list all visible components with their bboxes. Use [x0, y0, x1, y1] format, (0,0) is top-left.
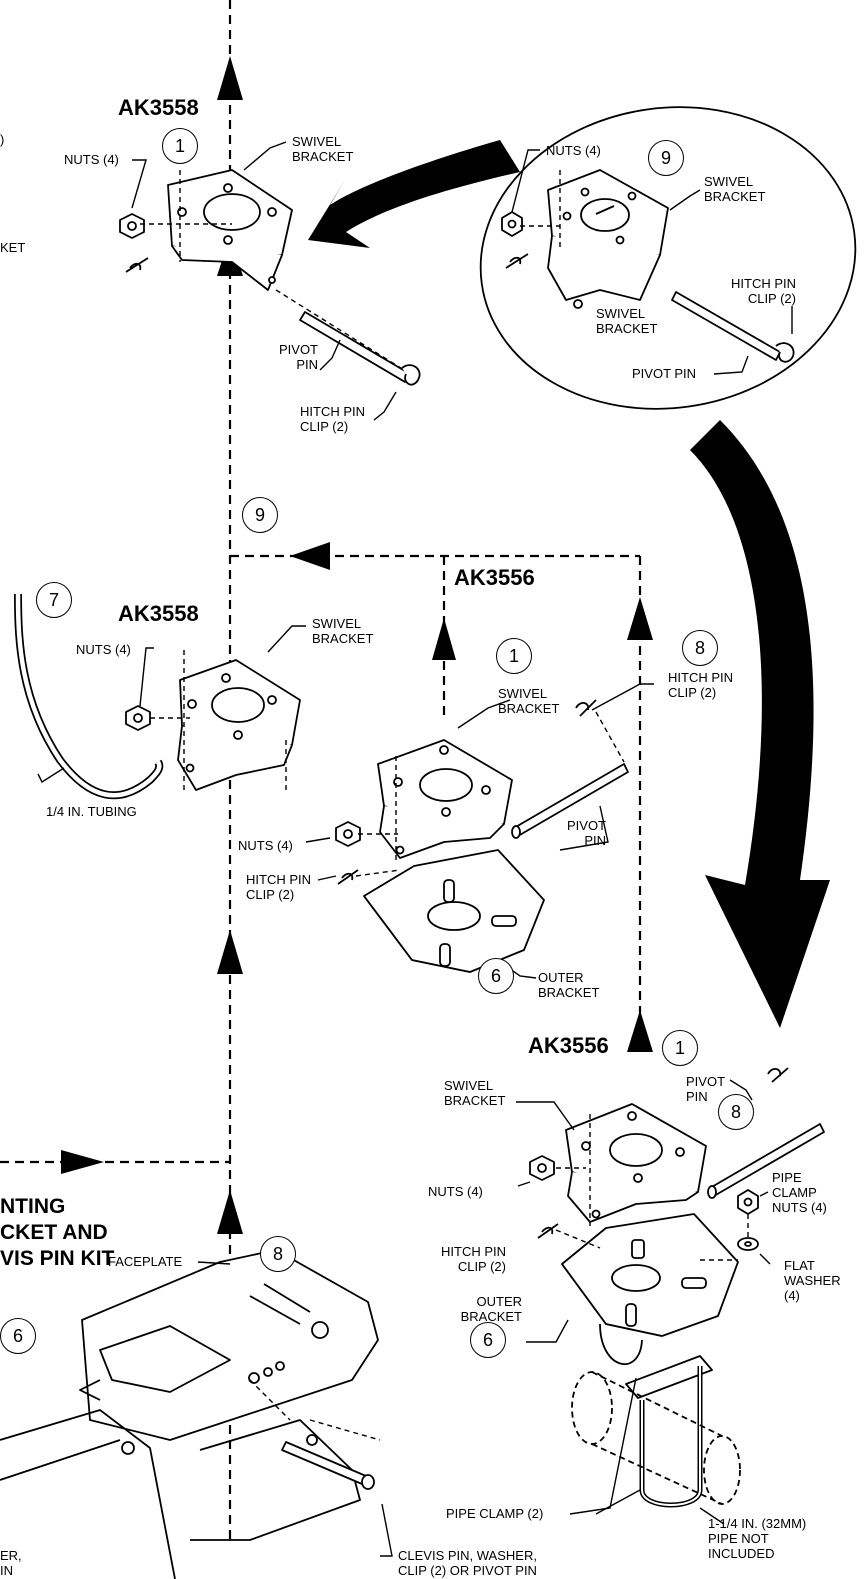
nut-bottom — [529, 1155, 555, 1181]
label-pipe-clamp-nuts: PIPE CLAMP NUTS (4) — [772, 1170, 827, 1215]
label-circle-hitch: HITCH PIN CLIP (2) — [731, 276, 796, 306]
pipe-clamp-nut — [737, 1189, 759, 1215]
cut-label-ket: KET — [0, 240, 26, 255]
label-clevis: CLEVIS PIN, WASHER, CLIP (2) OR PIVOT PI… — [398, 1548, 537, 1578]
model-label-top-left: AK3558 — [118, 95, 199, 120]
label-swivel-top: SWIVEL BRACKET — [292, 134, 354, 164]
hitch-pin-clip-circle-left — [505, 253, 529, 269]
label-swivel-bottom: SWIVEL BRACKET — [444, 1078, 506, 1108]
callout-9-mid: 9 — [242, 497, 278, 533]
label-pipe: 1-1/4 IN. (32MM) PIPE NOT INCLUDED — [708, 1516, 807, 1561]
outer-bracket-mid — [363, 849, 545, 973]
pipe-outline — [571, 1371, 741, 1505]
swivel-bracket-mid-left — [177, 659, 301, 791]
nut-top — [119, 213, 145, 239]
hitch-pin-clip-top-left — [125, 257, 149, 273]
hitch-pin-clip-bottom-left — [537, 1223, 559, 1239]
callout-8-bottom: 8 — [260, 1236, 296, 1272]
swivel-bracket-circle-lower — [547, 235, 661, 309]
label-circle-nuts: NUTS (4) — [546, 143, 601, 158]
label-pivot-bottom: PIVOT PIN — [686, 1074, 726, 1104]
callout-1-bottom: 1 — [662, 1030, 698, 1066]
pivot-pin-bottom — [707, 1123, 825, 1199]
nut-mid-left — [125, 705, 151, 731]
label-nuts-mid: NUTS (4) — [238, 838, 293, 853]
cut-label-paren: ) — [0, 132, 5, 147]
cut-label-bottom-left: ER, IN — [0, 1548, 22, 1578]
callout-6-bottom-right: 6 — [470, 1322, 506, 1358]
callout-8-right: 8 — [718, 1094, 754, 1130]
label-circle-swivel-upper: SWIVEL BRACKET — [704, 174, 766, 204]
callout-9-circle: 9 — [648, 140, 684, 176]
callout-1-mid: 1 — [496, 638, 532, 674]
label-outer-bottom: OUTER BRACKET — [460, 1294, 522, 1324]
pipe-clamp — [599, 1323, 713, 1508]
callout-8-mid: 8 — [682, 630, 718, 666]
swivel-bracket-circle-upper — [547, 169, 669, 263]
callout-7: 7 — [36, 582, 72, 618]
clevis-pin — [281, 1441, 375, 1490]
label-pivot-mid: PIVOT PIN — [566, 818, 606, 848]
label-hitch-bottom: HITCH PIN CLIP (2) — [441, 1244, 506, 1274]
model-label-mid-center: AK3556 — [454, 565, 535, 590]
curved-arrow-right — [690, 420, 830, 1028]
label-swivel-mid-left: SWIVEL BRACKET — [312, 616, 374, 646]
label-pivot-top: PIVOT PIN — [278, 342, 318, 372]
outer-bracket-bottom — [561, 1213, 739, 1337]
faceplate — [81, 1249, 379, 1441]
pivot-pin-top — [299, 311, 421, 386]
nut-mid — [335, 821, 361, 847]
swivel-bracket-mid — [377, 739, 513, 859]
mounting-kit-title: NTING CKET AND VIS PIN KIT — [0, 1195, 115, 1270]
label-circle-pivot: PIVOT PIN — [632, 366, 697, 381]
label-hitch-mid-right: HITCH PIN CLIP (2) — [668, 670, 733, 700]
label-swivel-mid: SWIVEL BRACKET — [498, 686, 560, 716]
flat-washer — [737, 1237, 759, 1251]
label-hitch-top: HITCH PIN CLIP (2) — [300, 404, 365, 434]
label-faceplate: FACEPLATE — [108, 1254, 183, 1269]
label-nuts-top: NUTS (4) — [64, 152, 119, 167]
dashed-leaders — [140, 170, 749, 1441]
callout-6-bottom-left: 6 — [0, 1318, 36, 1354]
label-nuts-bottom: NUTS (4) — [428, 1184, 483, 1199]
pivot-pin-mid — [511, 763, 629, 839]
solid-leaders — [37, 141, 793, 1557]
callout-6-mid: 6 — [478, 958, 514, 994]
swivel-bracket-top — [167, 169, 293, 291]
label-pipe-clamp: PIPE CLAMP (2) — [446, 1506, 544, 1521]
nut-circle — [501, 211, 523, 237]
hitch-pin-clip-bottom-right — [767, 1067, 789, 1083]
label-hitch-mid-left: HITCH PIN CLIP (2) — [246, 872, 311, 902]
label-tubing: 1/4 IN. TUBING — [46, 804, 137, 819]
model-label-bottom-right: AK3556 — [528, 1033, 609, 1058]
swivel-bracket-bottom — [565, 1103, 707, 1223]
callout-1-top: 1 — [162, 128, 198, 164]
mounting-bracket-base — [0, 1379, 361, 1579]
hitch-pin-clip-mid-left — [337, 869, 359, 885]
label-circle-swivel-lower: SWIVEL BRACKET — [596, 306, 658, 336]
hitch-pin-clip-mid-right — [575, 699, 597, 717]
label-nuts-mid-left: NUTS (4) — [76, 642, 131, 657]
model-label-mid-left: AK3558 — [118, 601, 199, 626]
curved-arrow-top — [308, 140, 520, 248]
label-flat-washer: FLAT WASHER (4) — [784, 1258, 841, 1303]
label-outer-mid: OUTER BRACKET — [538, 970, 600, 1000]
pivot-pin-circle — [671, 291, 795, 363]
